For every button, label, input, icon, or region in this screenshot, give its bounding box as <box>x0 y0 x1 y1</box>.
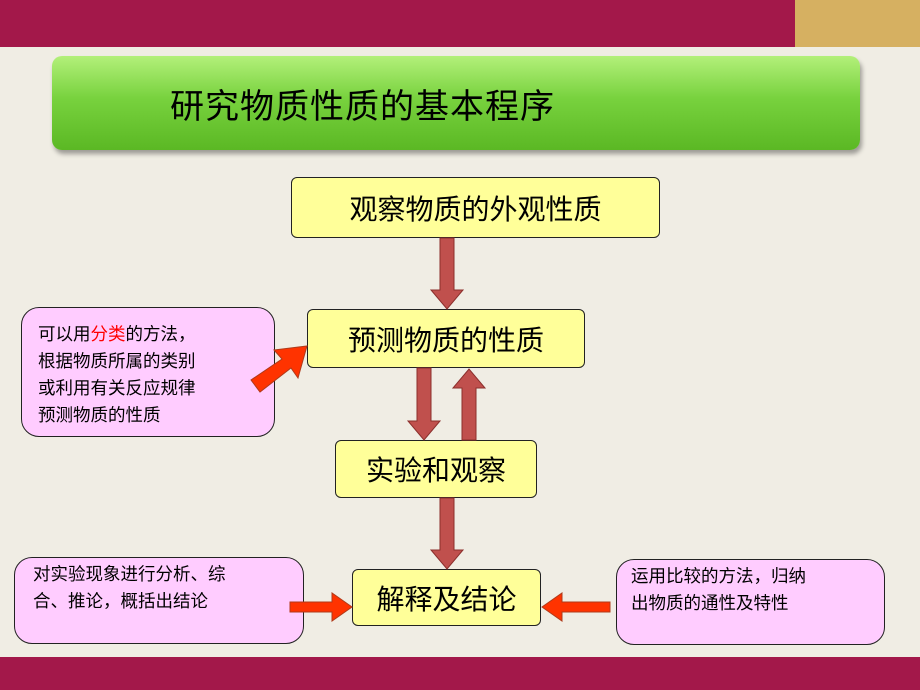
note-analyze-line-2: 合、推论，概括出结论 <box>33 592 208 612</box>
note-predict: 可以用分类的方法， 根据物质所属的类别 或利用有关反应规律 预测物质的性质 <box>21 307 275 437</box>
note-analyze: 对实验现象进行分析、综 合、推论，概括出结论 <box>14 557 304 644</box>
note-highlight: 分类 <box>90 325 126 345</box>
top-accent-block <box>795 0 920 47</box>
arrow-down-icon <box>429 497 465 570</box>
note-predict-line-1: 可以用分类的方法， <box>38 322 266 349</box>
step-predict-label: 预测物质的性质 <box>347 323 544 357</box>
arrow-up-icon <box>451 368 487 441</box>
page-title: 研究物质性质的基本程序 <box>170 86 555 127</box>
title-banner: 研究物质性质的基本程序 <box>52 56 860 150</box>
note-compare: 运用比较的方法，归纳 出物质的通性及特性 <box>616 559 885 645</box>
note-text: 的方法， <box>125 325 196 345</box>
arrow-down-icon <box>429 237 465 310</box>
step-conclude-label: 解释及结论 <box>376 582 517 616</box>
step-observe-label: 观察物质的外观性质 <box>349 192 602 226</box>
top-band <box>0 0 795 47</box>
step-predict: 预测物质的性质 <box>307 309 585 368</box>
step-experiment: 实验和观察 <box>335 440 537 498</box>
note-analyze-line-1: 对实验现象进行分析、综 <box>33 565 226 585</box>
step-conclude: 解释及结论 <box>352 569 541 626</box>
step-observe: 观察物质的外观性质 <box>291 177 660 238</box>
note-predict-line-3: 或利用有关反应规律 <box>38 379 196 399</box>
arrow-left-icon <box>541 592 611 622</box>
note-predict-line-4: 预测物质的性质 <box>38 406 161 426</box>
note-text: 可以用 <box>38 325 91 345</box>
step-experiment-label: 实验和观察 <box>365 454 506 487</box>
note-predict-line-2: 根据物质所属的类别 <box>38 352 196 372</box>
bottom-band <box>0 657 920 690</box>
note-compare-line-2: 出物质的通性及特性 <box>631 594 789 614</box>
note-compare-line-1: 运用比较的方法，归纳 <box>631 567 806 587</box>
arrow-down-icon <box>406 367 442 441</box>
